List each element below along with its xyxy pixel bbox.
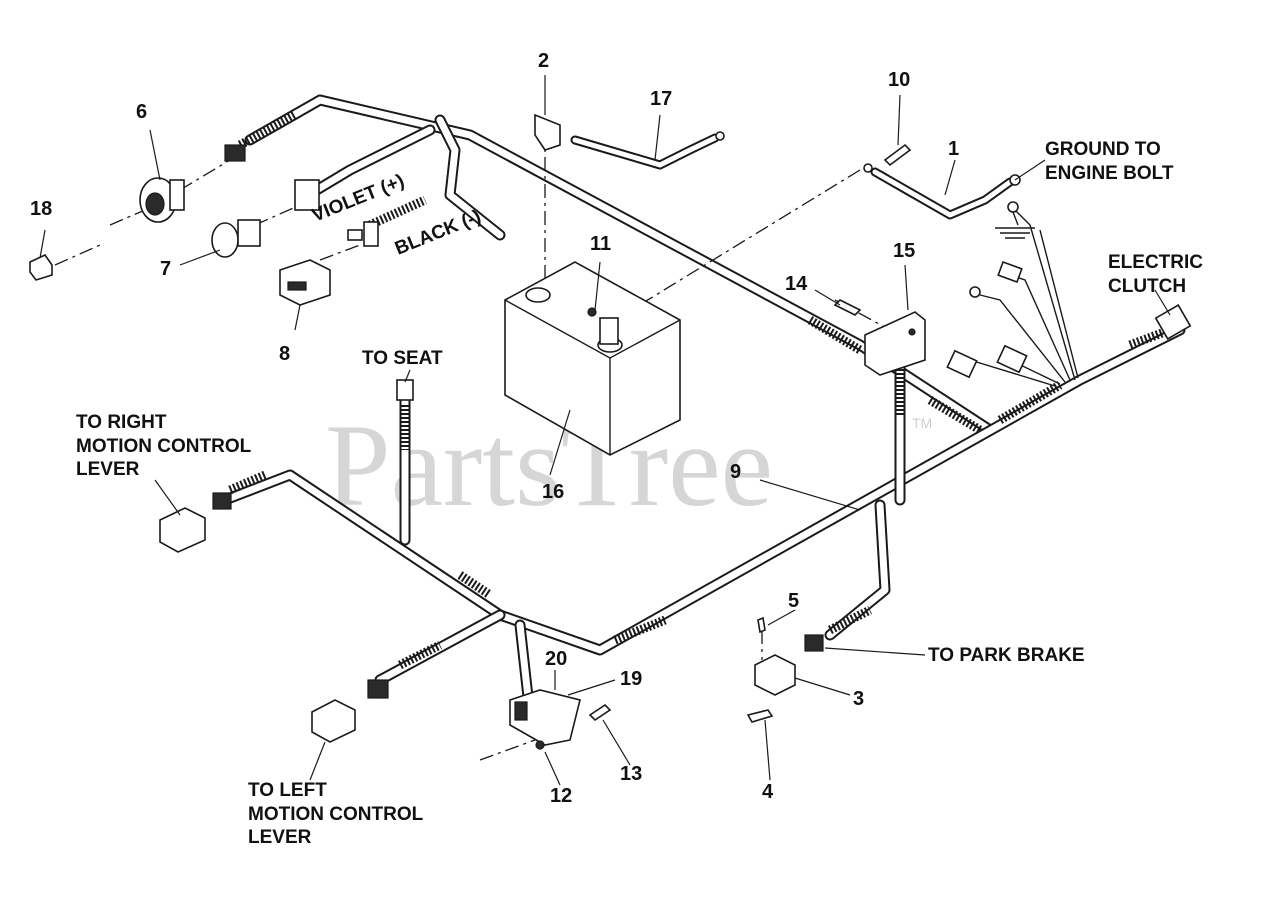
callout-6: 6 <box>136 101 147 123</box>
relay-bracket <box>833 299 926 376</box>
callout-20: 20 <box>545 648 567 670</box>
seat-connector <box>396 379 414 401</box>
screw <box>883 143 912 167</box>
callout-7: 7 <box>160 258 171 280</box>
leader-lines <box>39 75 1171 786</box>
callout-9: 9 <box>730 461 741 483</box>
callout-17: 17 <box>650 88 672 110</box>
callout-15: 15 <box>893 240 915 262</box>
callout-4: 4 <box>762 781 774 803</box>
callout-13: 13 <box>620 763 642 785</box>
callout-11: 11 <box>590 233 611 255</box>
label-left-1: TO LEFT <box>248 780 327 801</box>
fuse <box>29 253 53 281</box>
callout-5: 5 <box>788 590 799 612</box>
ground-symbol <box>995 201 1035 239</box>
label-to-seat: TO SEAT <box>362 348 443 369</box>
label-park-brake: TO PARK BRAKE <box>928 645 1085 666</box>
label-left-3: LEVER <box>248 827 312 848</box>
battery-cables <box>534 113 1021 220</box>
callout-12: 12 <box>550 785 572 807</box>
light-bulb <box>211 179 320 258</box>
callout-14: 14 <box>785 273 808 295</box>
callout-2: 2 <box>538 50 549 72</box>
callout-19: 19 <box>620 668 642 690</box>
switch-bracket <box>509 689 612 750</box>
label-left-2: MOTION CONTROL <box>248 804 424 825</box>
label-electric-1: ELECTRIC <box>1108 252 1203 273</box>
callout-numbers: 1 2 3 4 5 6 7 8 9 10 11 12 13 14 15 16 1… <box>30 50 959 807</box>
park-brake-switch <box>746 616 824 723</box>
label-right-3: LEVER <box>76 459 140 480</box>
callout-3: 3 <box>853 688 864 710</box>
label-black: BLACK (-) <box>392 206 484 259</box>
key-switch <box>139 144 246 223</box>
callout-10: 10 <box>888 69 910 91</box>
callout-8: 8 <box>279 343 290 365</box>
label-right-2: MOTION CONTROL <box>76 436 252 457</box>
label-violet: VIOLET (+) <box>309 171 407 227</box>
hour-meter <box>279 259 331 306</box>
harness-looms <box>228 111 1172 670</box>
violet-black-connectors <box>347 221 379 247</box>
label-ground-2: ENGINE BOLT <box>1045 163 1174 184</box>
engine-connectors <box>946 260 1192 379</box>
callout-18: 18 <box>30 198 52 220</box>
label-ground-1: GROUND TO <box>1045 139 1161 160</box>
battery <box>504 261 681 456</box>
watermark-trademark: TM <box>912 415 932 431</box>
callout-16: 16 <box>542 481 564 503</box>
left-motion-switch <box>311 679 389 743</box>
label-right-1: TO RIGHT <box>76 412 167 433</box>
right-motion-switch <box>159 492 232 553</box>
label-electric-2: CLUTCH <box>1108 276 1186 297</box>
callout-1: 1 <box>948 138 959 160</box>
